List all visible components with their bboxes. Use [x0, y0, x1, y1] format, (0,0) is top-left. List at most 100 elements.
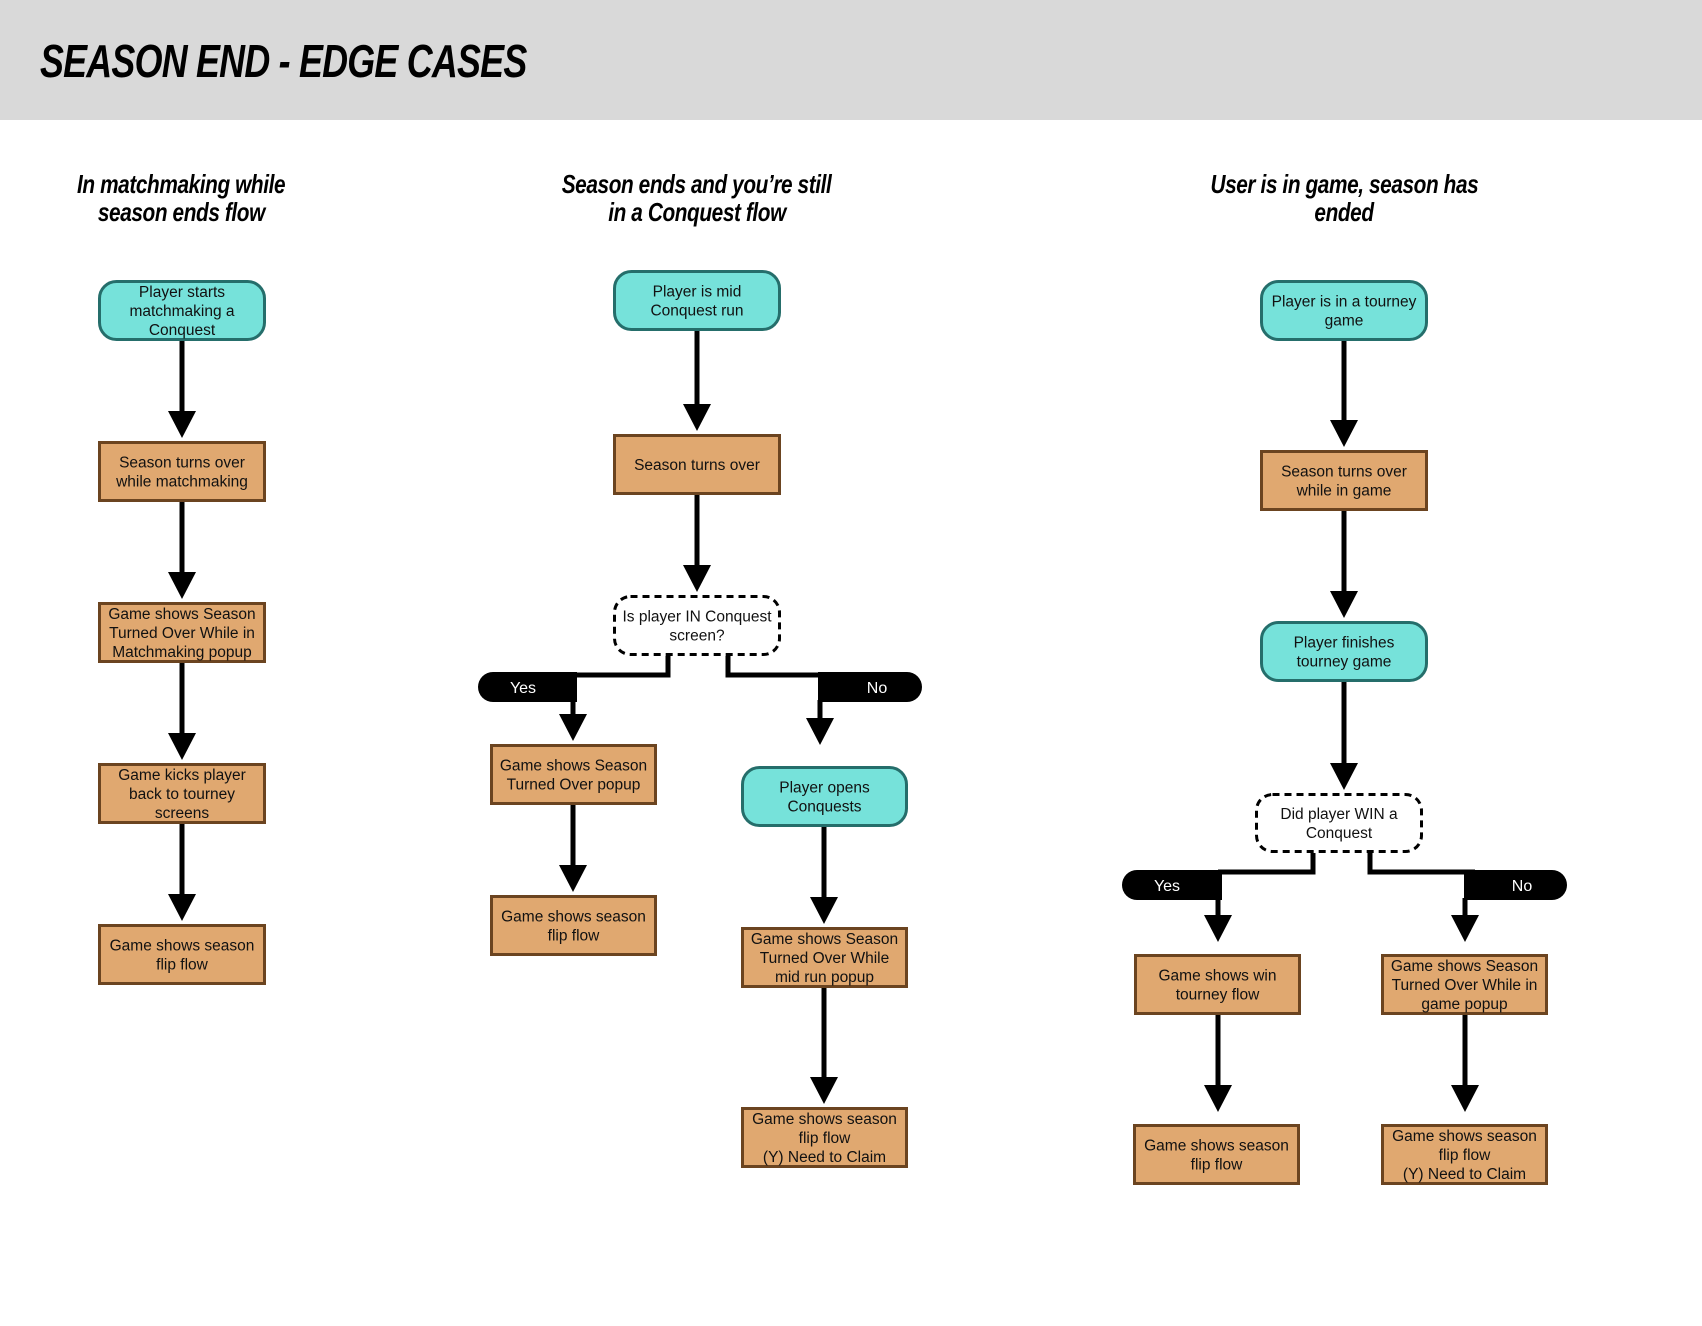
connector-arrow [1330, 341, 1358, 447]
step-node-shape [98, 763, 266, 824]
decision-node-shape [613, 595, 781, 656]
node-label-line: game [1325, 313, 1364, 330]
start-node-shape [1260, 621, 1428, 682]
arrowhead-icon [810, 1077, 838, 1104]
step-node-shape [741, 1107, 908, 1168]
step-node-shape [490, 895, 657, 956]
step-node-shape [613, 434, 781, 495]
connector-arrow [810, 827, 838, 924]
flow-node-step: Game shows season flip flow [98, 924, 266, 985]
connector-arrow [168, 824, 196, 921]
flow-node-decision: Is player IN Conquest screen? [613, 595, 781, 656]
step-node-shape [1381, 1124, 1548, 1185]
step-node-shape [1134, 954, 1301, 1015]
node-label-line: flip flow [1191, 1157, 1243, 1174]
step-node-shape [98, 602, 266, 663]
node-label-line: Game shows Season [500, 758, 647, 775]
arrowhead-icon [559, 714, 587, 741]
node-label-line: Game shows season [501, 909, 646, 926]
step-node-shape [741, 927, 908, 988]
node-label-line: Conquest run [650, 303, 743, 320]
flow-node-step: Game shows win tourney flow [1134, 954, 1301, 1015]
connector-arrow [1451, 898, 1479, 942]
node-label-line: game popup [1421, 996, 1507, 1013]
arrowhead-icon [810, 897, 838, 924]
connector-arrow [1451, 1015, 1479, 1112]
node-label-line: Is player IN Conquest [622, 609, 772, 626]
connector-arrow [1330, 511, 1358, 618]
connector-arrow [1330, 682, 1358, 790]
heading-line: season ends flow [97, 197, 265, 227]
connector-arrow [1204, 1015, 1232, 1112]
step-node-shape [98, 441, 266, 502]
arrowhead-icon [559, 865, 587, 892]
branch-label-no: No [818, 672, 922, 702]
node-label-line: Game shows win [1158, 968, 1276, 985]
node-label-line: Did player WIN a [1280, 806, 1398, 823]
start-node-shape [98, 280, 266, 341]
arrowhead-icon [683, 404, 711, 431]
arrowhead-icon [1330, 763, 1358, 790]
heading-line: in a Conquest flow [608, 197, 786, 227]
arrowhead-icon [683, 565, 711, 592]
node-label-line: Game shows season [110, 938, 255, 955]
page-title: SEASON END - EDGE CASES [40, 35, 527, 87]
branch-label-text: Yes [510, 680, 536, 697]
arrowhead-icon [1330, 591, 1358, 618]
flow-heading-ingame: User is in game, season has ended [1164, 170, 1524, 226]
step-node-shape [1260, 450, 1428, 511]
connector-arrow [810, 988, 838, 1104]
node-label-line: Conquest [1306, 825, 1373, 842]
arrowhead-icon [1204, 915, 1232, 942]
heading-line: ended [1314, 197, 1374, 227]
connector-arrow [683, 331, 711, 431]
node-label-line: Player is mid [653, 284, 742, 301]
heading-line: User is in game, season has [1210, 169, 1478, 199]
node-label-line: Season turns over [119, 455, 245, 472]
flow-node-step: Game shows season flip flow [490, 895, 657, 956]
node-label-line: screens [155, 805, 210, 822]
arrowhead-icon [168, 411, 196, 438]
node-label-line: tourney flow [1176, 987, 1260, 1004]
branch-connector-yes [573, 656, 671, 678]
branch-pill [1464, 870, 1567, 900]
node-label-line: (Y) Need to Claim [1403, 1166, 1526, 1183]
node-label-line: while in game [1296, 483, 1392, 500]
node-label-line: Season turns over [634, 457, 760, 474]
start-node-shape [613, 270, 781, 331]
node-label-line: Player finishes [1294, 635, 1395, 652]
branch-label-yes: Yes [1122, 870, 1222, 900]
node-label-line: Game kicks player [118, 767, 245, 784]
step-node-shape [490, 744, 657, 805]
connector-arrow [168, 502, 196, 599]
connector-arrow [168, 663, 196, 760]
branch-label-text: Yes [1154, 878, 1180, 895]
node-label-line: screen? [669, 628, 725, 645]
connector-arrow [168, 341, 196, 438]
arrowhead-icon [1330, 420, 1358, 447]
node-label-line: Turned Over While in [109, 625, 255, 642]
branch-connector-no [1367, 853, 1475, 875]
heading-line: In matchmaking while [76, 169, 286, 199]
node-label-line: Game shows season [752, 1111, 897, 1128]
arrowhead-icon [168, 572, 196, 599]
heading-line: Season ends and you’re still [562, 169, 832, 199]
connector-arrow [1204, 898, 1232, 942]
start-node-shape [1260, 280, 1428, 341]
node-label-line: flip flow [548, 928, 600, 945]
arrowhead-icon [1204, 1085, 1232, 1112]
node-label-line: flip flow [156, 957, 208, 974]
connector-arrow [559, 700, 587, 741]
